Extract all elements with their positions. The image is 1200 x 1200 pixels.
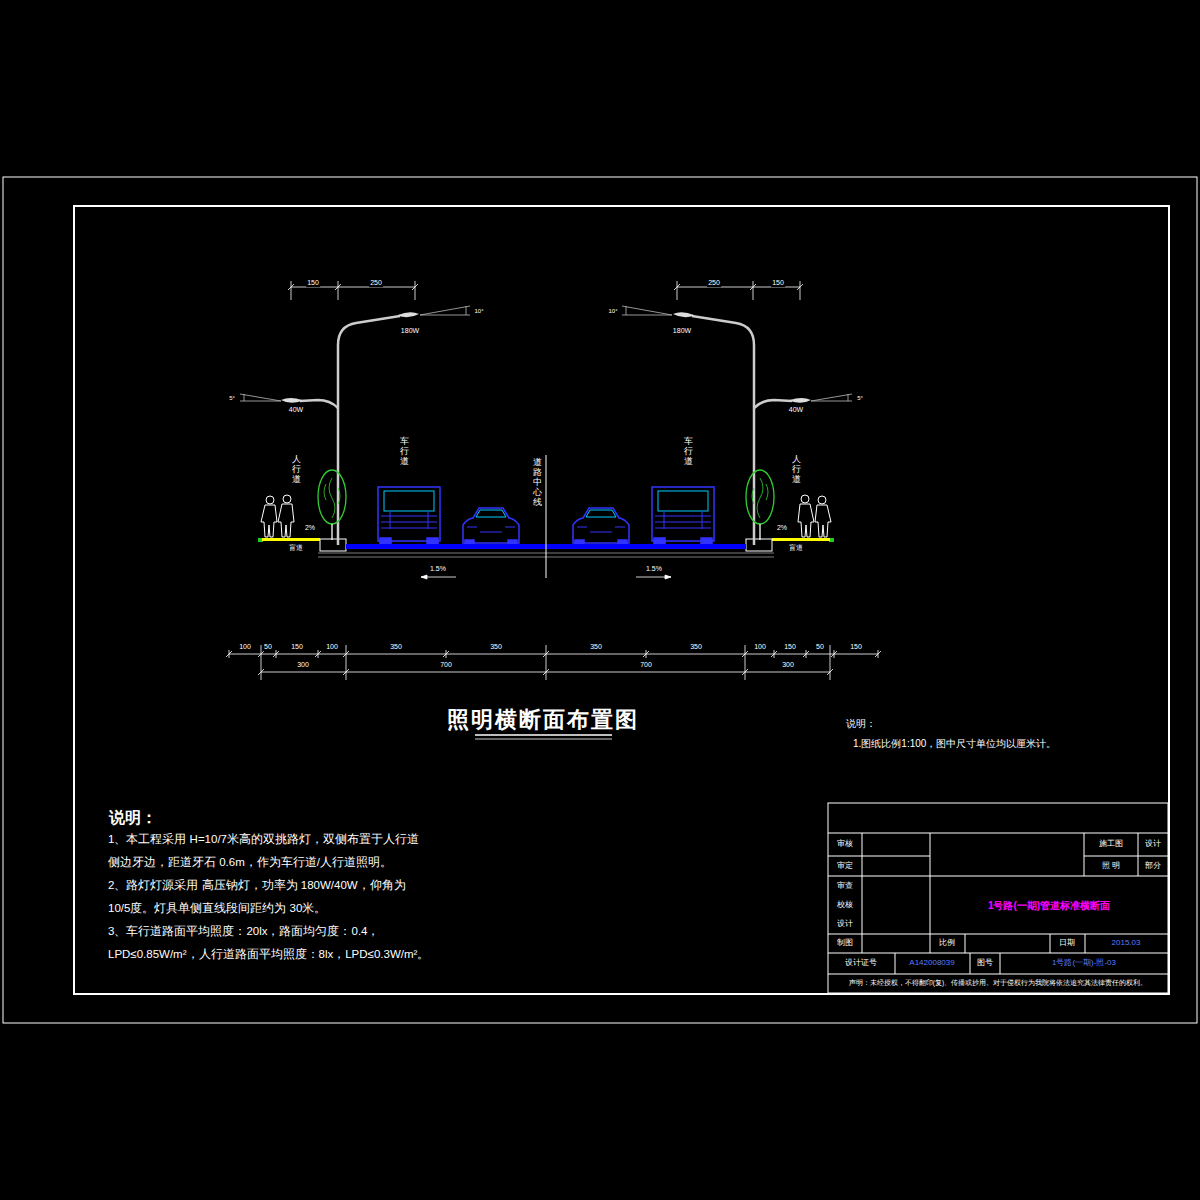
title-block-cell: 日期 xyxy=(1058,939,1076,948)
tilt-angle: 10° xyxy=(607,308,618,315)
area-label: 人行道 xyxy=(792,455,801,485)
left-side xyxy=(240,306,519,579)
dimension-text: 150 xyxy=(849,643,863,651)
title-underline xyxy=(475,735,612,739)
area-label: 人行道 xyxy=(292,455,301,485)
tilt-angle: 5° xyxy=(228,395,236,402)
title-block-cell: A142008039 xyxy=(908,959,955,968)
lamp-power: 40W xyxy=(288,406,304,414)
dimension-text: 700 xyxy=(439,661,453,669)
slope-text: 1.5% xyxy=(429,565,447,573)
lamp-power: 180W xyxy=(672,327,692,335)
dimension-text: 700 xyxy=(639,661,653,669)
dimension-text: 350 xyxy=(689,643,703,651)
slope-text: 2% xyxy=(304,524,316,532)
title-block-cell: 部分 xyxy=(1144,862,1162,871)
lamp-power: 180W xyxy=(400,327,420,335)
title-block-cell: 比例 xyxy=(938,939,956,948)
dimension-text: 350 xyxy=(389,643,403,651)
dimension-line-part xyxy=(258,669,833,675)
tilt-angle: 10° xyxy=(473,308,484,315)
dimension-text: 150 xyxy=(306,279,320,287)
dimension-text: 300 xyxy=(296,661,310,669)
area-label: 道路中心线 xyxy=(533,458,542,507)
title-block-cell: 1号路(一期)-照-03 xyxy=(1051,959,1117,968)
dimension-text: 150 xyxy=(771,279,785,287)
title-underline-part xyxy=(475,734,612,736)
title-block-cell: 审查 xyxy=(836,882,854,891)
notes-heading: 说明： xyxy=(108,809,158,827)
title-block-cell: 图号 xyxy=(976,959,994,968)
drawing-name: 1号路(一期)管道标准横断面 xyxy=(987,900,1111,911)
title-block-cell: 审核 xyxy=(836,840,854,849)
notes-block: 1、本工程采用 H=10/7米高的双挑路灯，双侧布置于人行道侧边牙边，距道牙石 … xyxy=(108,828,430,966)
title-block xyxy=(828,803,1168,993)
design-note: 3、车行道路面平均照度：20lx，路面均匀度：0.4，LPD≤0.85W/m²，… xyxy=(108,920,430,966)
title-block-cell: 2015.03 xyxy=(1111,939,1142,948)
title-block-cell: 设计 xyxy=(1144,840,1162,849)
title-block-cell: 制图 xyxy=(836,939,854,948)
title-underline-part xyxy=(475,739,612,740)
scale-note: 说明： xyxy=(845,718,877,729)
sheet-frame-part xyxy=(74,206,1169,994)
drawing-title: 照明横断面布置图 xyxy=(446,708,640,732)
tilt-angle: 5° xyxy=(856,395,864,402)
sheet-frame-part xyxy=(3,177,1197,1023)
right-side xyxy=(573,306,852,579)
dimension-text: 50 xyxy=(815,643,825,651)
carriageway xyxy=(318,455,774,578)
title-block-part xyxy=(828,803,1168,993)
dimension-text: 100 xyxy=(325,643,339,651)
design-note: 1、本工程采用 H=10/7米高的双挑路灯，双侧布置于人行道侧边牙边，距道牙石 … xyxy=(108,828,430,874)
title-block-cell: 施工图 xyxy=(1098,840,1124,849)
title-block-cell: 校核 xyxy=(836,901,854,910)
dimension-text: 350 xyxy=(489,643,503,651)
dimension-line-part xyxy=(226,651,881,657)
carriageway-part xyxy=(546,455,547,578)
dimension-text: 250 xyxy=(369,279,383,287)
title-block-part xyxy=(862,833,1138,974)
scale-note: 1.图纸比例1:100，图中尺寸单位均以厘米计。 xyxy=(852,738,1057,749)
dimension-text: 150 xyxy=(783,643,797,651)
area-label: 车行道 xyxy=(400,437,409,467)
title-block-cell: 照 明 xyxy=(1101,862,1121,871)
title-block-cell: 设计证号 xyxy=(844,959,878,968)
dimension-text: 150 xyxy=(290,643,304,651)
dimension-text: 350 xyxy=(589,643,603,651)
copyright-statement: 声明：未经授权，不得翻印(复)、传播或抄用。对于侵权行为我院将依法追究其法律责任… xyxy=(848,979,1148,986)
lamp-power: 40W xyxy=(788,406,804,414)
part-name: 盲道 xyxy=(788,544,804,552)
part-name: 盲道 xyxy=(288,544,304,552)
title-block-cell: 设计 xyxy=(836,920,854,929)
dimension-text: 300 xyxy=(781,661,795,669)
design-note: 2、路灯灯源采用 高压钠灯，功率为 180W/40W，仰角为 10/5度。灯具单… xyxy=(108,874,430,920)
title-block-cell: 审定 xyxy=(836,862,854,871)
dimension-text: 100 xyxy=(753,643,767,651)
dimension-text: 100 xyxy=(238,643,252,651)
dimension-text: 50 xyxy=(263,643,273,651)
title-block-part xyxy=(828,833,1168,974)
area-label: 车行道 xyxy=(684,437,693,467)
sheet-frame xyxy=(3,177,1197,1023)
slope-text: 1.5% xyxy=(645,565,663,573)
slope-text: 2% xyxy=(776,524,788,532)
dimension-line xyxy=(226,281,881,680)
dimension-text: 250 xyxy=(707,279,721,287)
